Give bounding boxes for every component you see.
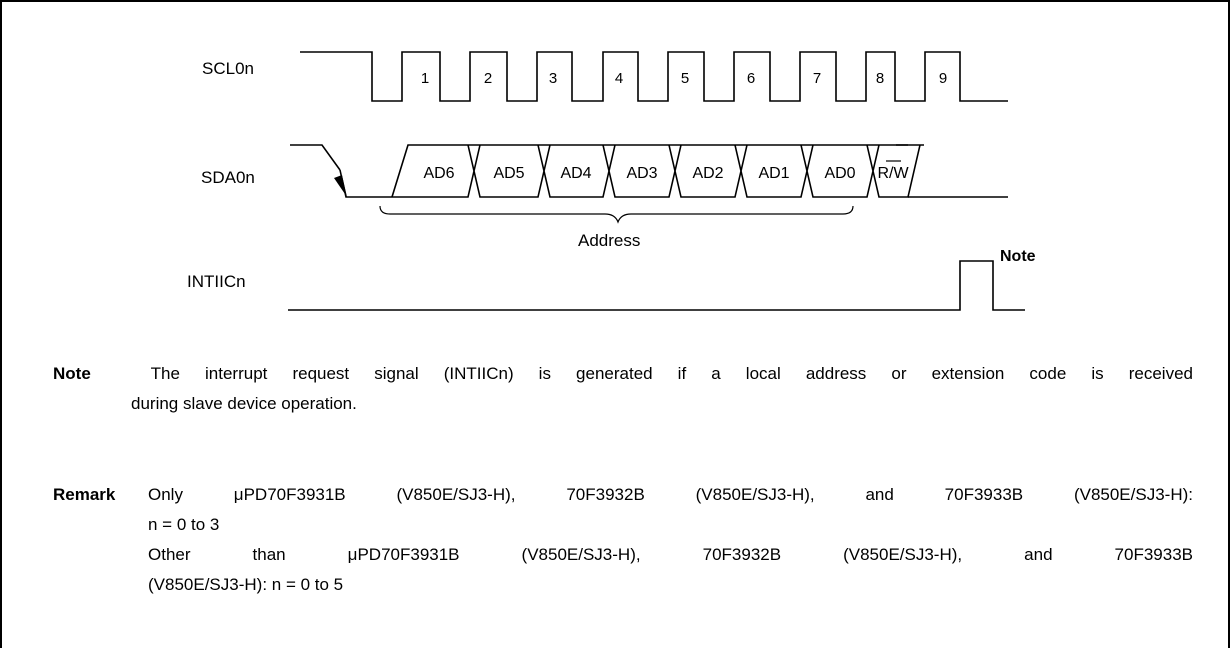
intiic-waveform <box>288 260 1025 311</box>
sda-arrow-head <box>334 175 347 197</box>
sda-low-line <box>339 169 392 198</box>
sda-transitions <box>392 144 921 198</box>
sda-bit-label: AD6 <box>423 165 454 182</box>
remark-label: Remark <box>53 485 116 504</box>
scl-pulse-number: 6 <box>747 70 755 87</box>
scl-signal-label: SCL0n <box>202 59 254 78</box>
sda-bit-label: R/W <box>877 165 909 182</box>
scl-pulse-number: 2 <box>484 70 492 87</box>
intiic-signal-label: INTIICn <box>187 272 246 291</box>
note-line-2: during slave device operation. <box>131 394 357 413</box>
remark-line-4: (V850E/SJ3-H): n = 0 to 5 <box>148 575 344 594</box>
sda-signal-label: SDA0n <box>201 168 255 187</box>
scl-waveform <box>300 51 1008 102</box>
interrupt-note-marker: Note <box>1000 248 1036 265</box>
remark-line-3: Other than μPD70F3931B (V850E/SJ3-H), 70… <box>148 545 1193 564</box>
sda-data-cells <box>391 144 1008 198</box>
scl-pulse-number: 7 <box>813 70 821 87</box>
remark-line-2: n = 0 to 3 <box>148 515 220 534</box>
scl-pulse-number: 8 <box>876 70 884 87</box>
note-line-2-block: during slave device operation. <box>131 389 1211 419</box>
sda-bit-label: AD1 <box>758 165 789 182</box>
scl-pulse-number: 9 <box>939 70 947 87</box>
sda-bit-label: AD4 <box>560 165 591 182</box>
sda-bit-label: AD3 <box>626 165 657 182</box>
scl-pulse-number: 4 <box>615 70 623 87</box>
scl-pulse-number: 5 <box>681 70 689 87</box>
sda-bit-label: AD5 <box>493 165 524 182</box>
note-paragraph: Note The interrupt request signal (INTII… <box>53 359 1193 389</box>
note-line-1: The interrupt request signal (INTIICn) i… <box>150 364 1193 383</box>
address-label: Address <box>578 231 640 250</box>
note-label: Note <box>53 364 91 383</box>
sda-bit-label: AD0 <box>824 165 855 182</box>
address-brace <box>379 205 854 224</box>
sda-start-condition <box>290 144 341 171</box>
sda-bit-label: AD2 <box>692 165 723 182</box>
scl-pulse-number: 3 <box>549 70 557 87</box>
scl-pulse-number: 1 <box>421 70 429 87</box>
remark-line-1: Only μPD70F3931B (V850E/SJ3-H), 70F3932B… <box>148 485 1193 504</box>
